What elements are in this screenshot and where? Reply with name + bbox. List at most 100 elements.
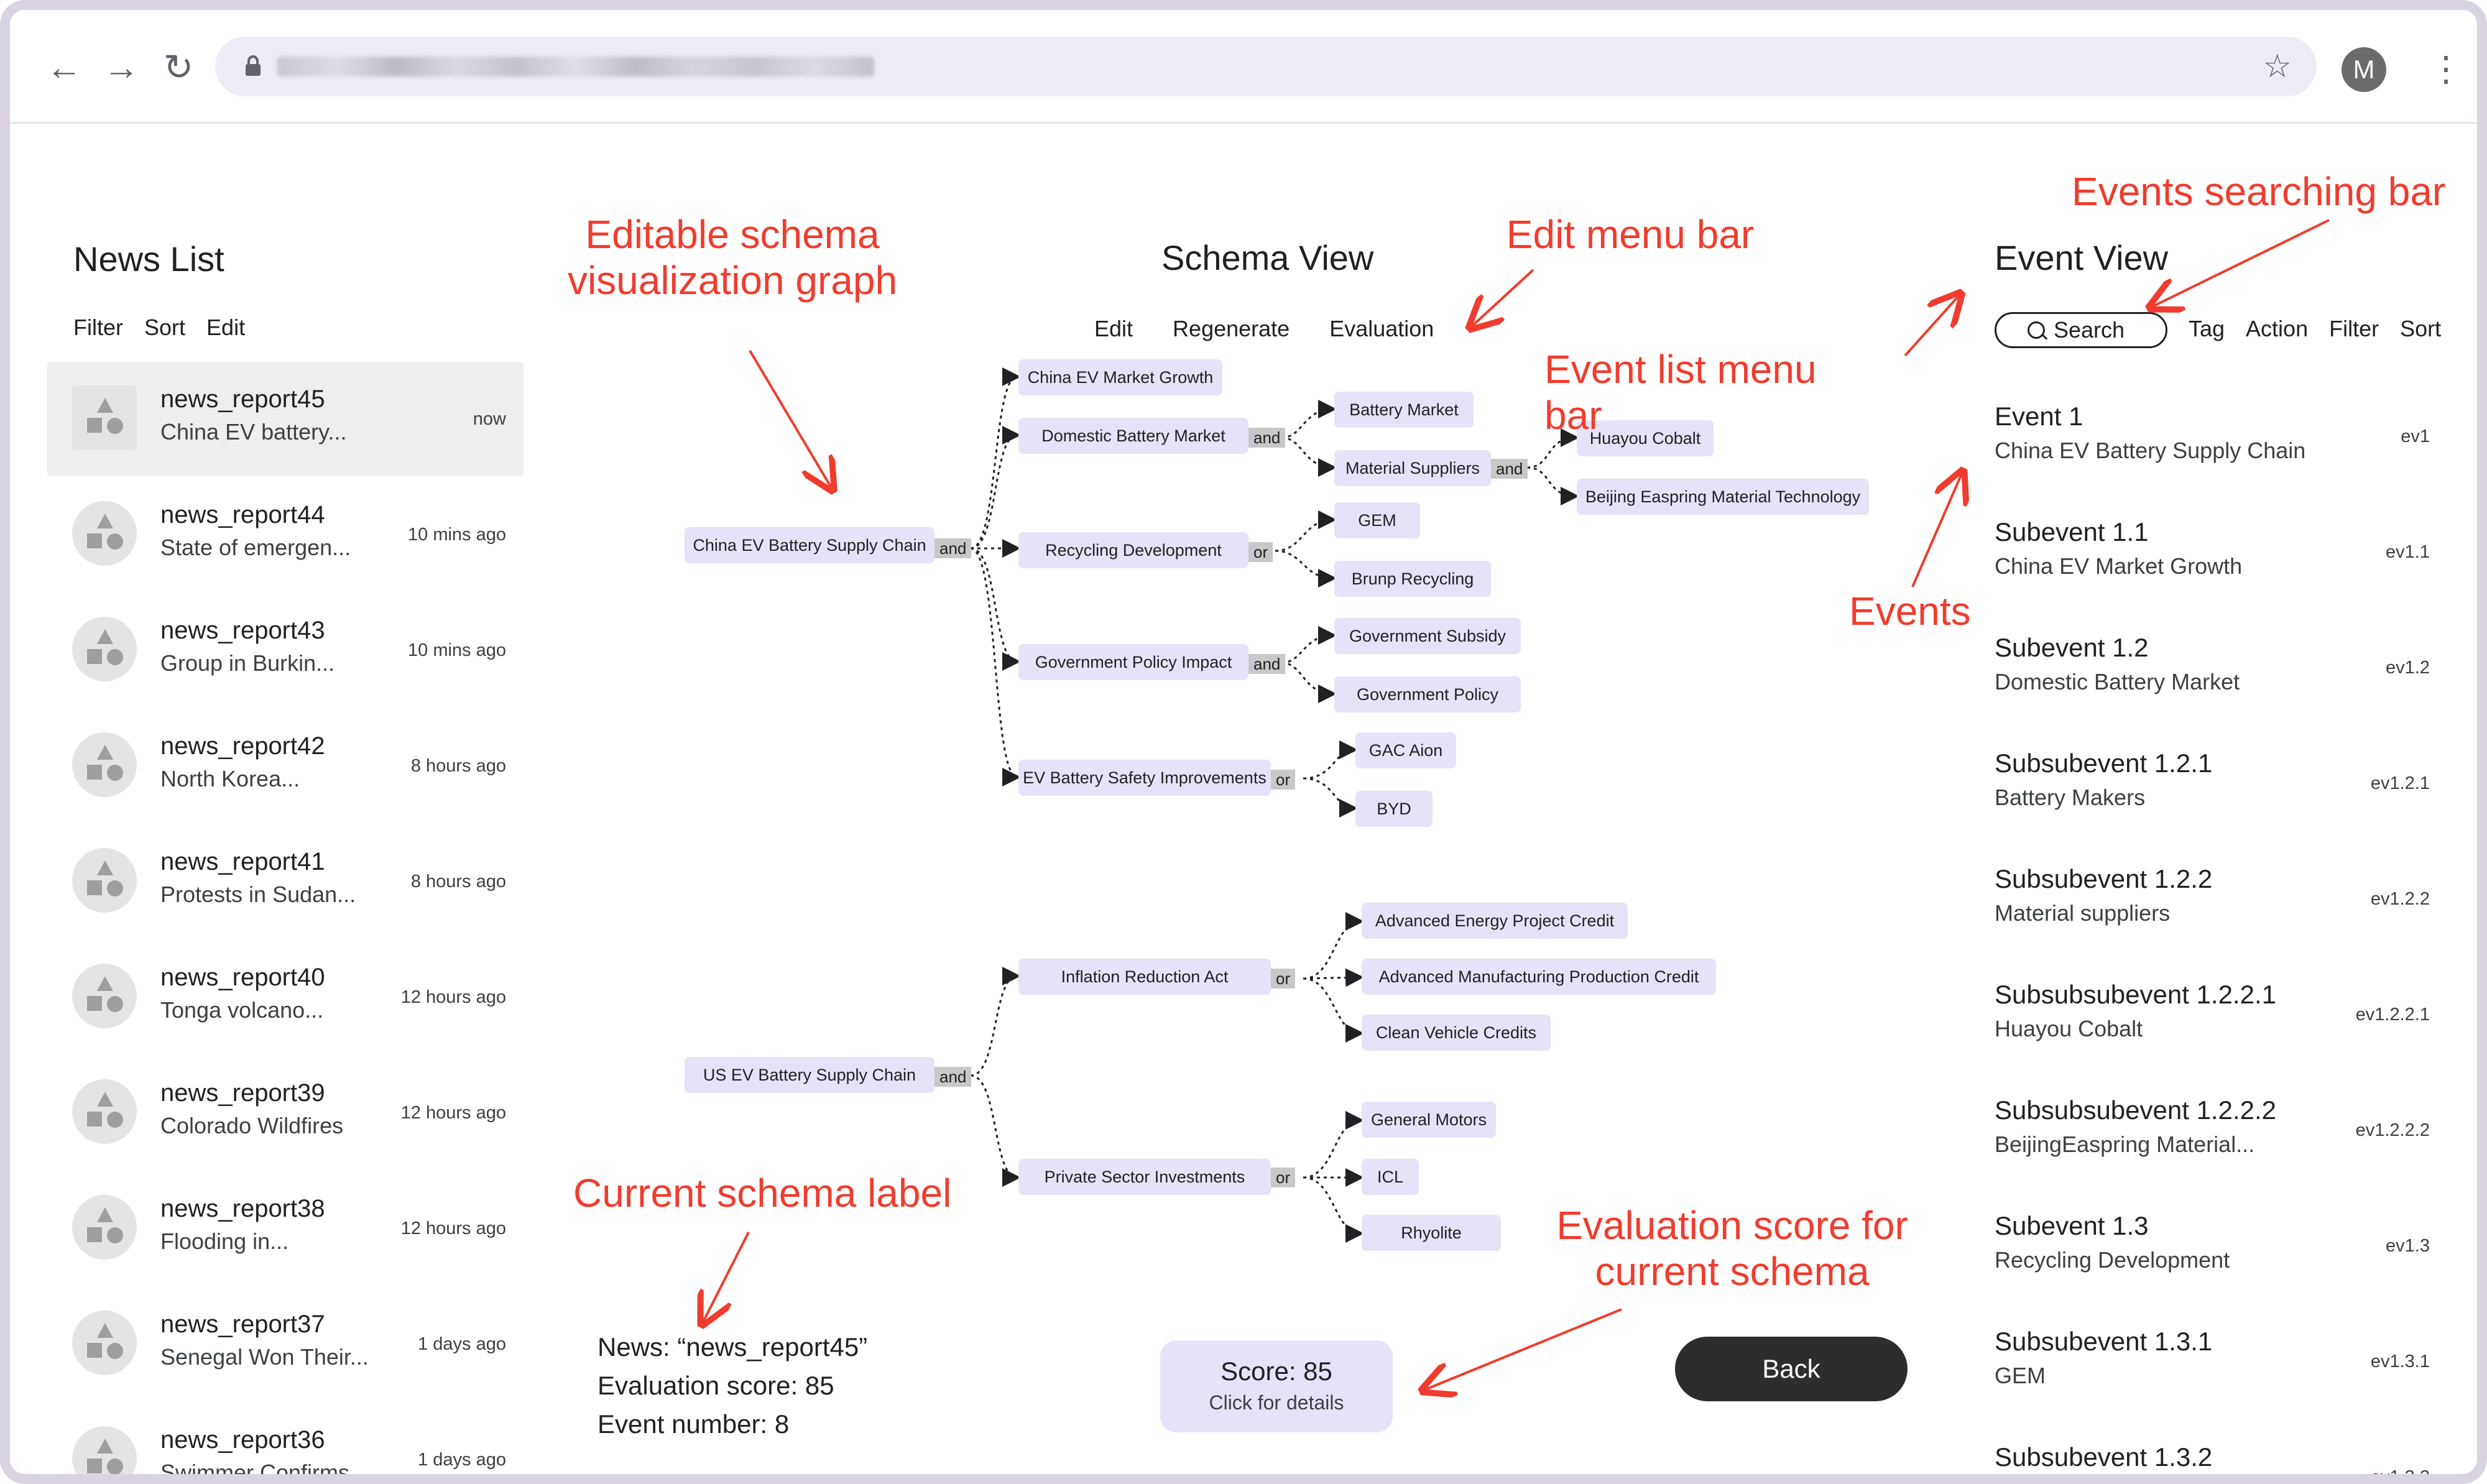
event-list-item[interactable]: Subsubsubevent 1.2.2.2 BeijingEaspring M… (1995, 1095, 2430, 1195)
event-list-item[interactable]: Subevent 1.1 China EV Market Growth ev1.… (1995, 517, 2430, 617)
address-bar[interactable]: ☆ (215, 37, 2317, 96)
news-thumbnail-placeholder-icon (72, 964, 137, 1028)
event-number-label: Event number: 8 (598, 1409, 790, 1439)
schema-node[interactable]: Material Suppliers (1334, 450, 1491, 486)
schema-operator[interactable]: and (1248, 654, 1286, 674)
annotation-arrow-current-label (703, 1232, 750, 1323)
schema-operator[interactable]: and (934, 1067, 972, 1087)
schema-node[interactable]: Inflation Reduction Act (1018, 959, 1271, 995)
news-filter-button[interactable]: Filter (73, 315, 123, 340)
score-button[interactable]: Score: 85 Click for details (1160, 1340, 1393, 1432)
event-sort-button[interactable]: Sort (2400, 316, 2442, 341)
event-subtitle: GEM (1995, 1363, 2046, 1388)
schema-node[interactable]: US EV Battery Supply Chain (685, 1057, 934, 1093)
schema-node[interactable]: Government Subsidy (1334, 618, 1521, 654)
schema-node[interactable]: Brunp Recycling (1334, 561, 1491, 597)
annotation-arrow-events (1911, 472, 1962, 588)
news-list-item[interactable]: news_report41 Protests in Sudan... 8 hou… (47, 824, 524, 939)
schema-node[interactable]: Recycling Development (1018, 532, 1248, 568)
news-edit-button[interactable]: Edit (206, 315, 246, 340)
event-list-item[interactable]: Subsubevent 1.3.1 GEM ev1.3.1 (1995, 1327, 2430, 1426)
schema-evaluation-button[interactable]: Evaluation (1329, 316, 1434, 341)
schema-node[interactable]: GEM (1334, 502, 1420, 538)
event-list-item[interactable]: Subevent 1.3 Recycling Development ev1.3 (1995, 1211, 2430, 1311)
schema-node[interactable]: EV Battery Safety Improvements (1018, 760, 1271, 796)
annotation-schema-graph: Editable schema visualization graph (567, 212, 898, 303)
event-search-button[interactable]: Search (1995, 312, 2167, 348)
news-list-item[interactable]: news_report43 Group in Burkin... 10 mins… (47, 593, 524, 707)
event-list-item[interactable]: Subsubsubevent 1.2.2.1 Huayou Cobalt ev1… (1995, 980, 2430, 1079)
schema-node[interactable]: Beijing Easpring Material Technology (1577, 479, 1869, 515)
news-list-item[interactable]: news_report40 Tonga volcano... 12 hours … (47, 940, 524, 1054)
schema-node[interactable]: Clean Vehicle Credits (1362, 1015, 1551, 1051)
schema-operator[interactable]: or (1271, 969, 1296, 989)
news-item-time: 1 days ago (418, 1334, 506, 1354)
event-list-item[interactable]: Subsubevent 1.2.2 Material suppliers ev1… (1995, 864, 2430, 964)
event-id: ev1.3.2 (2370, 1467, 2430, 1484)
schema-node[interactable]: Government Policy (1334, 676, 1521, 712)
schema-regenerate-button[interactable]: Regenerate (1173, 316, 1290, 341)
event-tag-button[interactable]: Tag (2189, 316, 2225, 341)
schema-node[interactable]: ICL (1362, 1159, 1419, 1195)
arrow-left-icon[interactable]: ← (46, 47, 82, 88)
schema-edit-button[interactable]: Edit (1094, 316, 1133, 341)
schema-node[interactable]: BYD (1355, 791, 1433, 827)
news-item-subtitle: Group in Burkin... (160, 650, 335, 676)
annotation-arrows (10, 219, 2330, 1484)
annotation-events-search: Events searching bar (2072, 169, 2446, 214)
schema-operator[interactable]: or (1271, 770, 1296, 790)
news-list-item[interactable]: news_report45 China EV battery... now (47, 362, 524, 476)
event-id: ev1.2 (2386, 658, 2430, 678)
schema-operator[interactable]: and (1248, 428, 1286, 448)
schema-node[interactable]: Advanced Energy Project Credit (1362, 903, 1628, 939)
schema-operator[interactable]: or (1271, 1168, 1296, 1187)
event-subtitle: BeijingEaspring Material... (1995, 1131, 2255, 1157)
news-list-item[interactable]: news_report44 State of emergen... 10 min… (47, 477, 524, 592)
news-list-item[interactable]: news_report39 Colorado Wildfires 12 hour… (47, 1056, 524, 1170)
profile-avatar[interactable]: M (2342, 47, 2386, 92)
reload-icon[interactable]: ↻ (163, 47, 194, 88)
schema-view-title: Schema View (1161, 238, 1374, 277)
schema-node[interactable]: GAC Aion (1355, 732, 1456, 768)
back-button[interactable]: Back (1675, 1337, 1908, 1401)
news-list-item[interactable]: news_report37 Senegal Won Their... 1 day… (47, 1287, 524, 1401)
more-menu-icon[interactable]: ⋮ (2429, 49, 2463, 88)
bookmark-star-icon[interactable]: ☆ (2263, 48, 2292, 85)
event-action-button[interactable]: Action (2246, 316, 2309, 341)
news-list-title: News List (73, 239, 224, 279)
event-list-item[interactable]: Subevent 1.2 Domestic Battery Market ev1… (1995, 633, 2430, 732)
event-id: ev1.2.2 (2370, 889, 2430, 909)
schema-node[interactable]: Advanced Manufacturing Production Credit (1362, 959, 1716, 995)
event-list-item[interactable]: Subsubevent 1.2.1 Battery Makers ev1.2.1 (1995, 749, 2430, 848)
news-item-subtitle: Senegal Won Their... (160, 1344, 369, 1370)
news-item-time: 10 mins ago (408, 525, 506, 545)
schema-operator[interactable]: or (1248, 542, 1273, 562)
news-list-item[interactable]: news_report36 Swimmer Confirms... 1 days… (47, 1403, 524, 1484)
arrow-right-icon[interactable]: → (103, 47, 139, 88)
schema-node[interactable]: Domestic Battery Market (1018, 418, 1248, 454)
schema-node[interactable]: Battery Market (1334, 392, 1474, 428)
event-list-item[interactable]: Event 1 China EV Battery Supply Chain ev… (1995, 402, 2430, 501)
schema-operator[interactable]: and (1491, 459, 1528, 479)
schema-node[interactable]: Private Sector Investments (1018, 1159, 1271, 1195)
event-filter-button[interactable]: Filter (2329, 316, 2379, 341)
schema-node[interactable]: Rhyolite (1362, 1215, 1501, 1251)
news-item-time: 1 days ago (418, 1450, 506, 1470)
news-list-item[interactable]: news_report42 North Korea... 8 hours ago (47, 709, 524, 823)
schema-operator[interactable]: and (934, 538, 972, 558)
news-thumbnail-placeholder-icon (72, 385, 137, 450)
event-list-item[interactable]: Subsubevent 1.3.2 ev1.3.2 (1995, 1442, 2430, 1484)
schema-node[interactable]: Huayou Cobalt (1577, 420, 1714, 456)
schema-node[interactable]: General Motors (1362, 1102, 1496, 1138)
news-item-time: 8 hours ago (410, 756, 506, 776)
schema-node[interactable]: Government Policy Impact (1018, 644, 1248, 680)
news-sort-button[interactable]: Sort (144, 315, 186, 340)
news-item-title: news_report45 (160, 385, 325, 413)
news-item-subtitle: Swimmer Confirms... (160, 1460, 369, 1484)
schema-node[interactable]: China EV Market Growth (1018, 359, 1222, 395)
news-list-item[interactable]: news_report38 Flooding in... 12 hours ag… (47, 1171, 524, 1286)
score-value: Score: 85 (1220, 1357, 1332, 1386)
schema-node[interactable]: China EV Battery Supply Chain (685, 527, 934, 563)
search-icon (2028, 321, 2045, 339)
event-id: ev1.1 (2386, 542, 2430, 562)
